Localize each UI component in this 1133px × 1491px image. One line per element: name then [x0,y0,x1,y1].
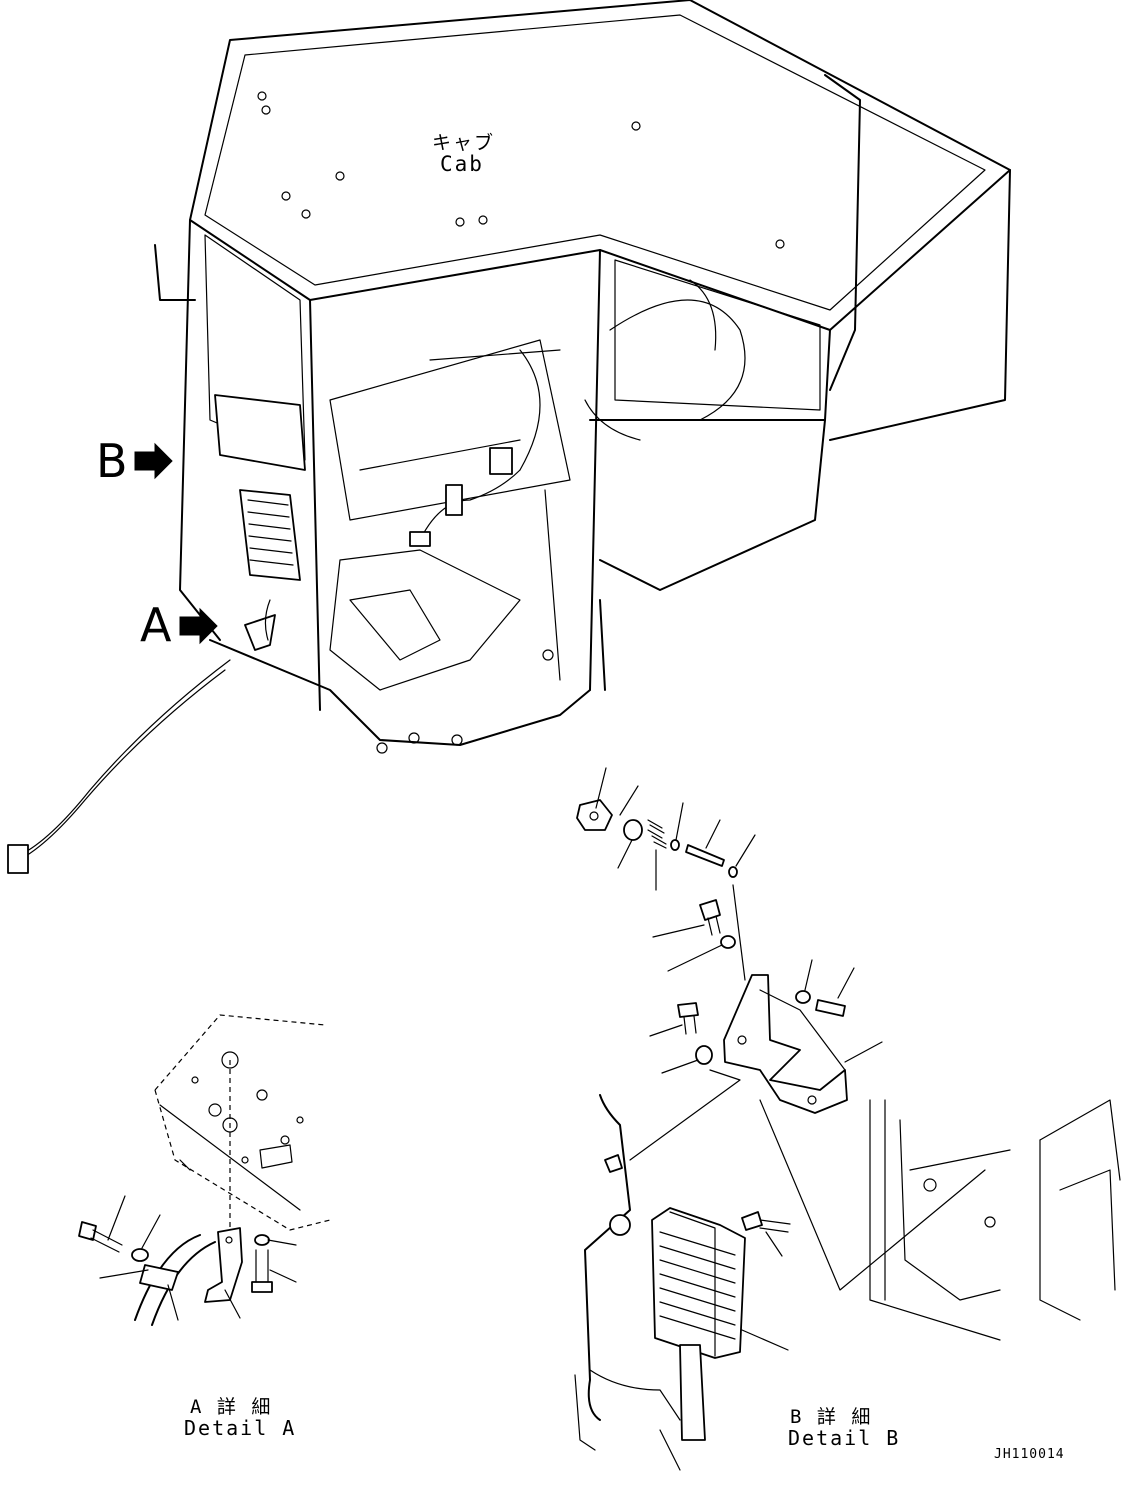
cab-label-en: Cab [440,152,484,176]
detail-b-drawing [574,767,1121,1471]
drawing-code: JH110014 [994,1447,1065,1462]
detail-a-label-en: Detail A [184,1416,297,1440]
cab-assembly [7,0,1011,874]
view-a-letter: A [140,598,172,652]
detail-b-label-jp: B 詳 細 [790,1406,873,1428]
right-arrow-icon [179,607,218,645]
controller-location [214,394,306,581]
detail-a-label-jp: A 詳 細 [190,1396,273,1418]
view-b-letter: B [96,434,128,488]
cab-label-jp: キャブ [432,132,496,154]
detail-b-label-en: Detail B [788,1426,901,1450]
roof-holes [257,91,785,249]
right-arrow-icon [134,442,173,480]
detail-a-drawing [78,1014,331,1326]
